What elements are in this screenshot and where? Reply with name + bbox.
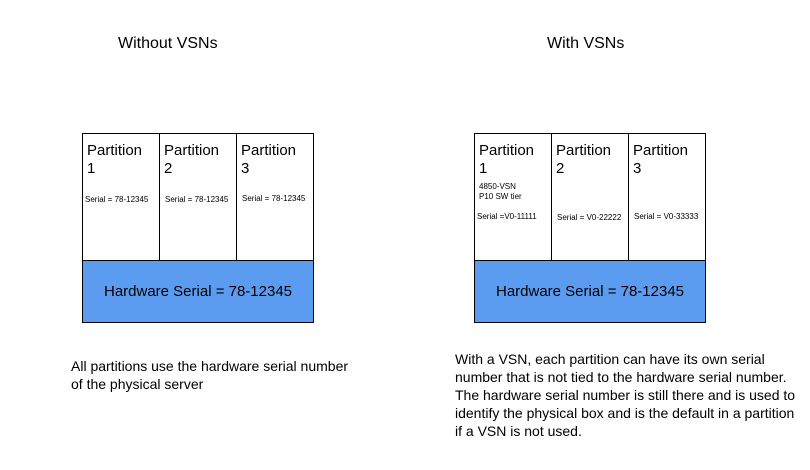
right-title: With VSNs bbox=[547, 35, 625, 52]
right-partitions: Partition 1 4850-VSN P10 SW tier Serial … bbox=[475, 134, 705, 261]
partition-note: 4850-VSN P10 SW tier bbox=[479, 182, 522, 202]
partition-name: Partition bbox=[479, 142, 535, 159]
partition-label: Partition 2 bbox=[556, 142, 611, 178]
partition-serial: Serial = 78-12345 bbox=[165, 195, 229, 204]
left-partition-1: Partition 1 Serial = 78-12345 bbox=[83, 134, 160, 261]
left-hardware-serial: Hardware Serial = 78-12345 bbox=[83, 260, 313, 322]
left-description: All partitions use the hardware serial n… bbox=[71, 358, 349, 392]
right-partition-3: Partition 3 Serial = V0-33333 bbox=[629, 134, 705, 261]
partition-name: Partition bbox=[164, 142, 220, 159]
partition-number: 3 bbox=[241, 160, 250, 177]
partition-serial: Serial =V0-11111 bbox=[477, 212, 537, 221]
partition-serial: Serial = V0-33333 bbox=[634, 212, 699, 221]
partition-label: Partition 1 bbox=[479, 142, 534, 178]
partition-label: Partition 1 bbox=[87, 142, 142, 178]
left-partition-3: Partition 3 Serial = 78-12345 bbox=[237, 134, 313, 261]
partition-number: 2 bbox=[556, 160, 565, 177]
left-partitions: Partition 1 Serial = 78-12345 Partition … bbox=[83, 134, 313, 261]
right-partition-1: Partition 1 4850-VSN P10 SW tier Serial … bbox=[475, 134, 552, 261]
partition-note-line: 4850-VSN bbox=[479, 182, 516, 191]
right-diagram: Partition 1 4850-VSN P10 SW tier Serial … bbox=[474, 133, 706, 323]
left-diagram: Partition 1 Serial = 78-12345 Partition … bbox=[82, 133, 314, 323]
partition-name: Partition bbox=[556, 142, 612, 159]
partition-serial: Serial = 78-12345 bbox=[85, 195, 149, 204]
partition-serial: Serial = V0-22222 bbox=[557, 213, 622, 222]
right-hardware-serial: Hardware Serial = 78-12345 bbox=[475, 260, 705, 322]
partition-name: Partition bbox=[87, 142, 143, 159]
right-partition-2: Partition 2 Serial = V0-22222 bbox=[552, 134, 629, 261]
left-title: Without VSNs bbox=[118, 35, 218, 52]
left-partition-2: Partition 2 Serial = 78-12345 bbox=[160, 134, 237, 261]
partition-label: Partition 3 bbox=[633, 142, 688, 178]
partition-note-line: P10 SW tier bbox=[479, 192, 522, 201]
partition-label: Partition 2 bbox=[164, 142, 219, 178]
partition-number: 3 bbox=[633, 160, 642, 177]
partition-label: Partition 3 bbox=[241, 142, 296, 178]
partition-number: 1 bbox=[87, 160, 96, 177]
right-description: With a VSN, each partition can have its … bbox=[455, 351, 796, 439]
partition-name: Partition bbox=[633, 142, 689, 159]
partition-number: 1 bbox=[479, 160, 488, 177]
partition-name: Partition bbox=[241, 142, 297, 159]
partition-serial: Serial = 78-12345 bbox=[242, 194, 306, 203]
partition-number: 2 bbox=[164, 160, 173, 177]
